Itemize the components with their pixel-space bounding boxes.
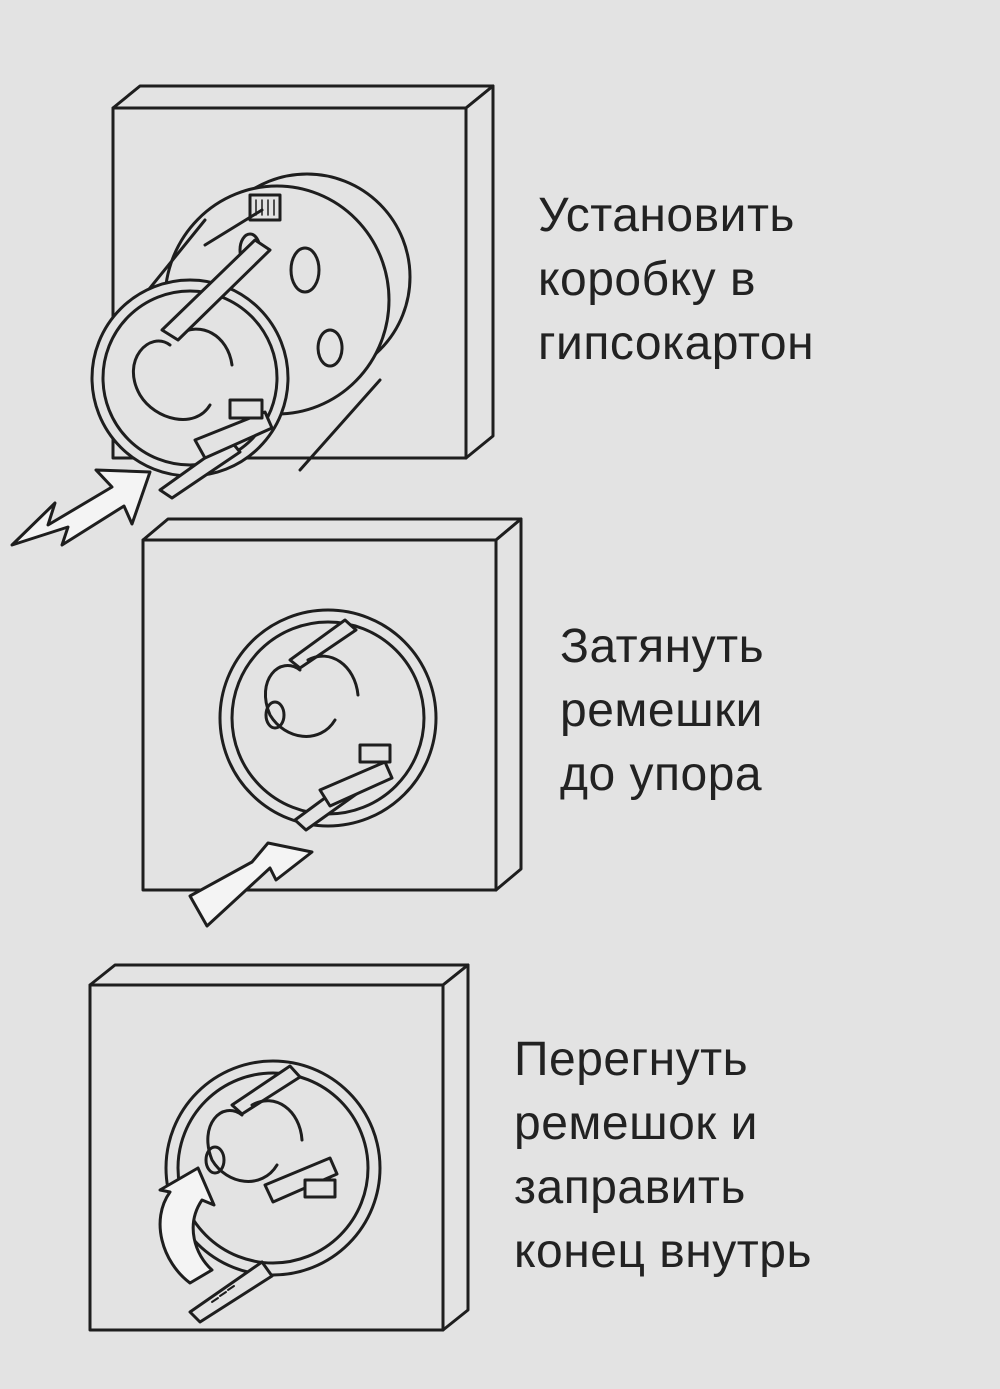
step-1-instruction: Установить коробку в гипсокартон — [538, 184, 814, 376]
step-2-line-1: Затянуть — [560, 615, 764, 679]
push-arrow-icon — [12, 470, 150, 545]
step-3-line-2: ремешок и — [514, 1092, 812, 1156]
step-1-illustration — [12, 86, 493, 545]
step-2-instruction: Затянуть ремешки до упора — [560, 615, 764, 807]
step-1-line-2: коробку в — [538, 248, 814, 312]
step-1-line-3: гипсокартон — [538, 312, 814, 376]
step-2-line-2: ремешки — [560, 679, 764, 743]
junction-box-2 — [220, 610, 436, 830]
step-1-line-1: Установить — [538, 184, 814, 248]
step-2-line-3: до упора — [560, 743, 764, 807]
step-2-illustration — [143, 519, 521, 926]
step-3-line-3: заправить — [514, 1156, 812, 1220]
step-3-illustration — [90, 965, 468, 1330]
step-3-line-1: Перегнуть — [514, 1028, 812, 1092]
step-3-instruction: Перегнуть ремешок и заправить конец внут… — [514, 1028, 812, 1284]
step-3-line-4: конец внутрь — [514, 1220, 812, 1284]
